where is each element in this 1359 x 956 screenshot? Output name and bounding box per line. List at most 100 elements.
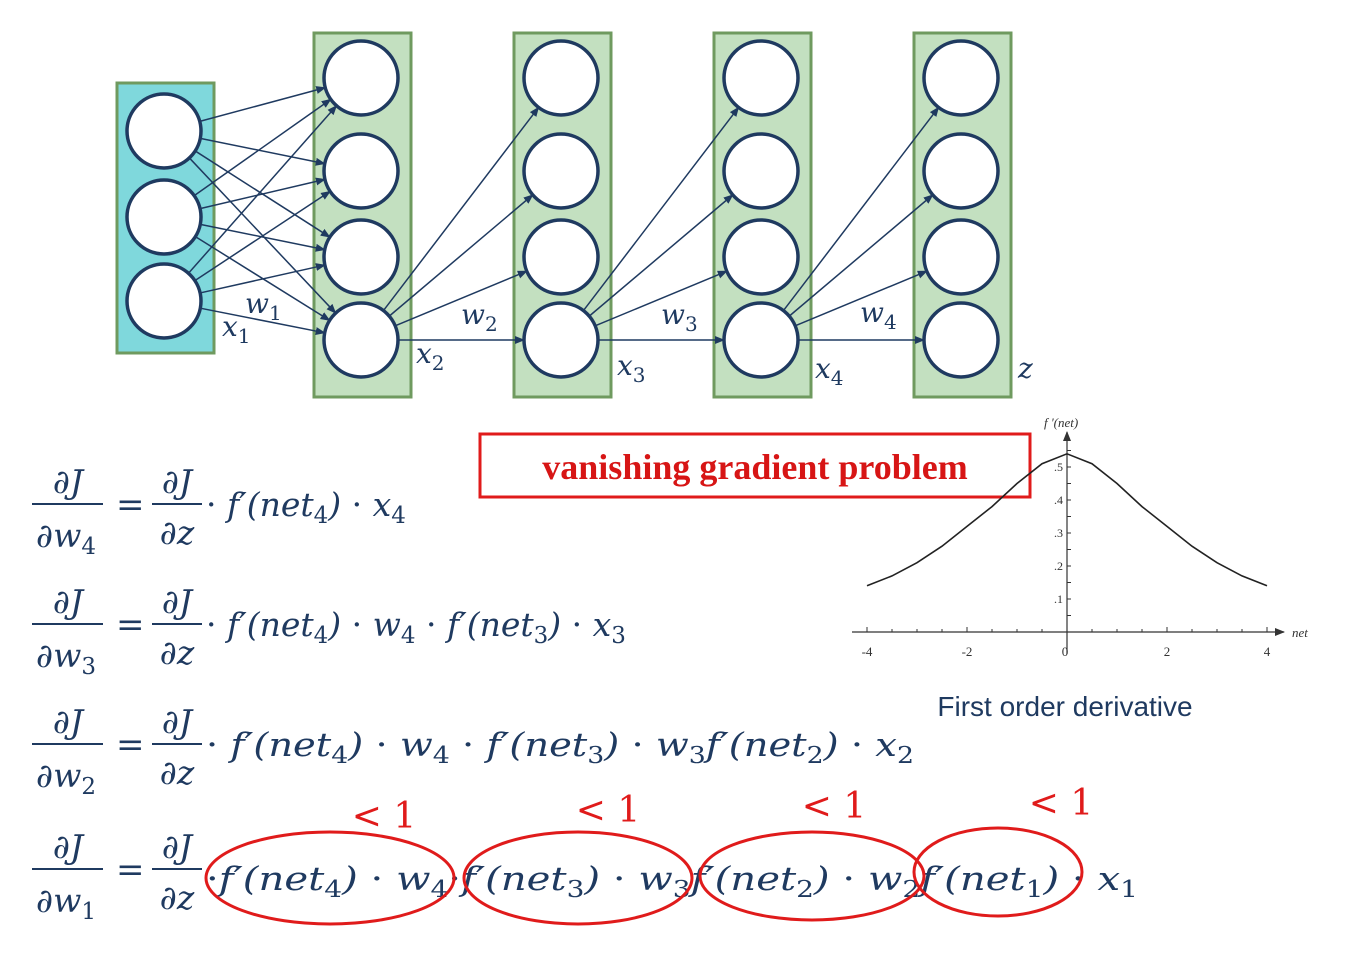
plot-x-tick-label: 2: [1164, 644, 1171, 659]
plot-y-tick-label: .2: [1054, 559, 1063, 573]
output-layer-node-1: [922, 39, 1000, 117]
edge-l0-n2-l1-n3: [200, 307, 326, 335]
eq1-lhs-numerator: ∂J: [53, 462, 85, 501]
eq2-rhs-denominator: ∂z: [160, 633, 195, 672]
plot-x-tick-label: -4: [862, 644, 873, 659]
hidden-layer-3-node-2: [722, 132, 800, 210]
hidden-layer-1-node-1: [322, 39, 400, 117]
label-x1: x1: [222, 310, 251, 348]
plot-y-tick-label: .5: [1054, 460, 1063, 474]
vanishing-gradient-callout: vanishing gradient problem: [478, 432, 1032, 499]
edge-l0-n2-l1-n1: [194, 190, 331, 282]
plot-curve: [866, 452, 1268, 587]
output-layer-node-2: [922, 132, 1000, 210]
highlight-ellipse-3: [698, 830, 926, 922]
eq1-chain-terms: · f′(net4) · x4: [206, 485, 406, 529]
eq4-rhs-denominator: ∂z: [160, 878, 195, 917]
output-layer-node-3: [922, 218, 1000, 296]
output-layer-node-4: [922, 301, 1000, 379]
eq2-rhs-numerator: ∂J: [162, 582, 194, 621]
edge-l0-n1-l1-n0: [193, 98, 332, 197]
eq3-lhs-denominator: ∂w2: [36, 756, 96, 800]
eq1-lhs-denominator: ∂w4: [36, 516, 96, 560]
hidden-layer-2-node-4: [522, 301, 600, 379]
eq4-lhs-denominator: ∂w1: [36, 881, 96, 925]
plot-caption: First order derivative: [937, 691, 1192, 722]
input-layer-node-1: [125, 92, 203, 170]
eq3-lhs-numerator: ∂J: [53, 702, 85, 741]
edge-l3-n3-l4-n0: [782, 106, 940, 312]
edge-l3-n3-l4-n1: [788, 194, 934, 317]
eq2-lhs-denominator: ∂w3: [36, 636, 96, 680]
label-w4: w4: [860, 296, 897, 334]
less-than-one-2: < 1: [576, 790, 641, 831]
eq3-rhs-denominator: ∂z: [160, 753, 195, 792]
equation-dw4: ∂J ∂w4 = ∂J ∂z · f′(net4) · x4: [32, 462, 406, 560]
edge-l1-n3-l2-n1: [388, 194, 534, 317]
plot-x-tick-label: 0: [1062, 644, 1069, 659]
highlight-ellipse-4: [912, 826, 1084, 918]
plot-y-tick-label: .3: [1054, 526, 1063, 540]
edge-l0-n1-l1-n1: [199, 177, 326, 210]
plot-ylabel: f '(net): [1044, 415, 1078, 430]
plot-xlabel: net: [1292, 625, 1308, 640]
eq2-lhs-numerator: ∂J: [53, 582, 85, 621]
input-layer-node-2: [125, 178, 203, 256]
neural-network-diagram: w1 x1 w2 x2 w3 x3 w4 x4 z: [115, 31, 1033, 399]
eq4-lhs-numerator: ∂J: [53, 827, 85, 866]
eq3-rhs-numerator: ∂J: [162, 702, 194, 741]
hidden-layer-2-node-2: [522, 132, 600, 210]
eq4-equals: =: [116, 850, 145, 890]
eq2-equals: =: [116, 605, 145, 645]
eq4-rhs-numerator: ∂J: [162, 827, 194, 866]
edge-l2-n3-l3-n1: [588, 194, 734, 317]
hidden-layer-3-node-3: [722, 218, 800, 296]
highlight-ellipse-1: [204, 830, 456, 926]
label-w1: w1: [245, 287, 282, 325]
edge-l2-n3-l3-n0: [582, 106, 740, 312]
label-x3: x3: [617, 349, 646, 387]
plot-y-tick-label: .1: [1054, 592, 1063, 606]
edge-l0-n2-l1-n0: [187, 104, 338, 274]
hidden-layer-1-node-4: [322, 301, 400, 379]
input-layer-node-3: [125, 262, 203, 340]
edge-l2-n3-l3-n2: [594, 270, 728, 327]
plot-x-tick-label: 4: [1264, 644, 1271, 659]
derivative-plot: -4 -2 0 2 4 .1 .2 .3 .4 .5 f '(net) net First ord…: [852, 415, 1308, 722]
edge-l0-n0-l1-n1: [200, 137, 326, 166]
label-w2: w2: [461, 298, 498, 336]
edge-l0-n0-l1-n0: [199, 86, 327, 123]
edge-l0-n2-l1-n2: [199, 263, 326, 294]
label-x4: x4: [815, 352, 844, 390]
edge-l1-n3-l2-n0: [382, 106, 540, 312]
equation-dw3: ∂J ∂w3 = ∂J ∂z · f′(net4) · w4 · f′(net3…: [32, 582, 626, 680]
edge-l3-n3-l4-n2: [794, 270, 928, 327]
edge-l0-n1-l1-n2: [200, 223, 326, 252]
eq2-chain-terms: · f′(net4) · w4 · f′(net3) · x3: [206, 605, 626, 649]
callout-text: vanishing gradient problem: [542, 447, 967, 487]
less-than-one-3: < 1: [802, 786, 867, 827]
hidden-layer-3-node-4: [722, 301, 800, 379]
less-than-one-1: < 1: [352, 796, 417, 837]
hidden-layer-2-node-1: [522, 39, 600, 117]
less-than-one-4: < 1: [1029, 783, 1094, 824]
hidden-layer-1-node-2: [322, 132, 400, 210]
label-z: z: [1017, 352, 1033, 385]
label-x2: x2: [416, 337, 445, 375]
eq3-equals: =: [116, 725, 145, 765]
plot-x-tick-label: -2: [962, 644, 973, 659]
highlight-ellipse-2: [462, 830, 694, 926]
eq1-rhs-numerator: ∂J: [162, 462, 194, 501]
eq1-equals: =: [116, 485, 145, 525]
label-w3: w3: [661, 298, 698, 336]
plot-y-tick-label: .4: [1054, 493, 1063, 507]
callout-border: [478, 432, 1032, 499]
hidden-layer-1-node-3: [322, 218, 400, 296]
hidden-layer-2-node-3: [522, 218, 600, 296]
hidden-layer-3-node-1: [722, 39, 800, 117]
